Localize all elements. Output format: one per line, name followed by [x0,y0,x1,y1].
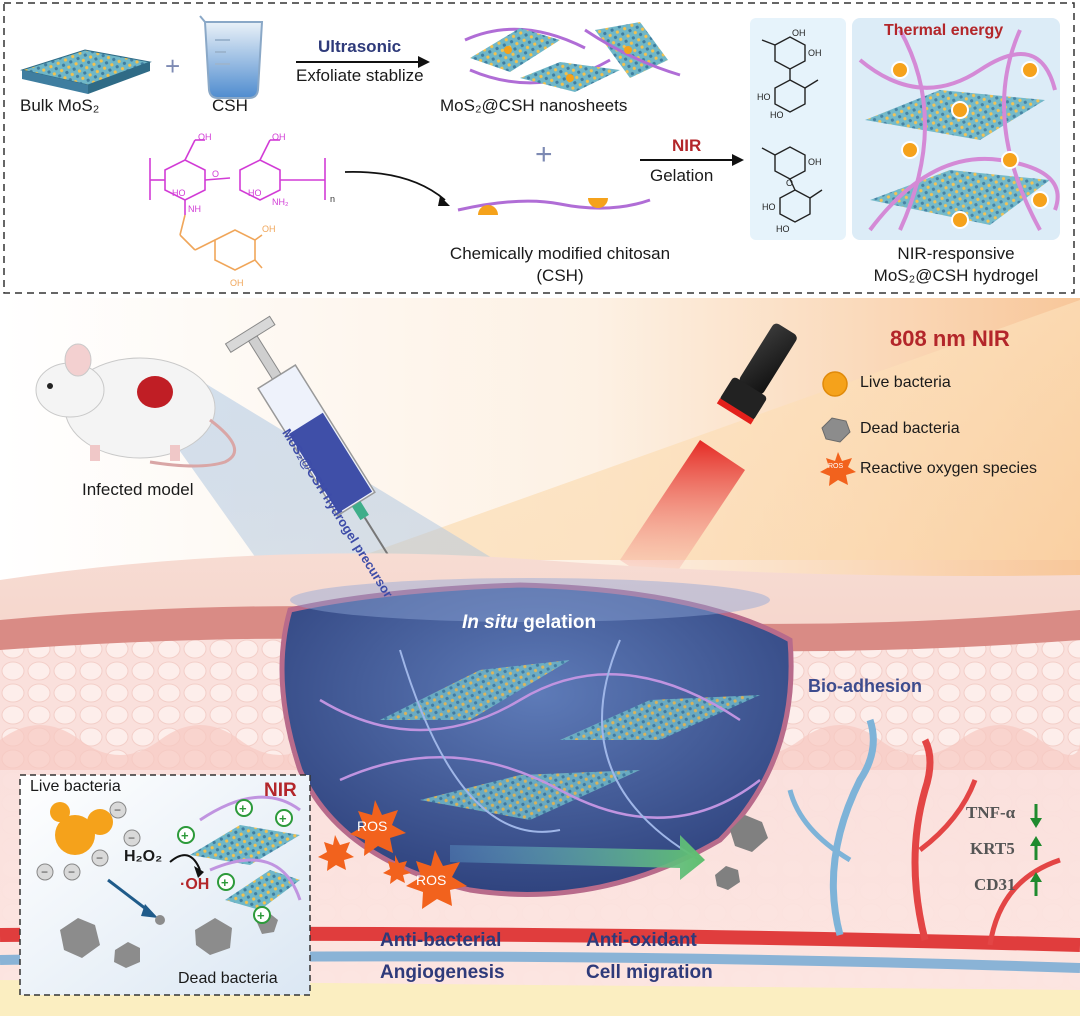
thermal-energy-label: Thermal energy [884,22,1004,39]
effect-cell-migration: Cell migration [586,962,713,983]
chem-oh-1: OH [198,132,212,142]
legend-ros-badge: ROS [828,463,844,470]
hydrogel-network [858,29,1060,232]
crosslink-ho-4: HO [776,224,790,234]
chitosan-structure [149,139,326,215]
marker-cd31: CD31 [974,875,1016,894]
svg-text:+: + [181,828,189,843]
gelation-label: Gelation [650,166,714,185]
ros-stars [318,800,467,909]
svg-text:−: − [128,831,135,845]
inset-oh-radical-label: ·OH [180,876,210,893]
inset-dead-bacteria-label: Dead bacteria [178,970,278,987]
chem-oh-2: OH [272,132,286,142]
inset-nir-label: NIR [264,780,297,801]
in-situ-italic: In situ [462,612,518,633]
crosslink-structures [761,36,823,223]
chem-ho-2: HO [248,188,262,198]
csh-label: CSH [212,96,248,115]
curved-arrow [344,171,446,201]
legend-live-bacteria-label: Live bacteria [860,374,951,391]
chem-oh-3: OH [262,224,276,234]
svg-text:−: − [68,865,75,879]
legend-live-bacteria-icon [822,371,848,397]
svg-text:−: − [41,865,48,879]
gelation-word: gelation [517,612,597,633]
ultrasonic-label: Ultrasonic [318,37,402,56]
ros-label-1: ROS [357,818,388,834]
legend-dead-bacteria-icon [821,417,851,443]
crosslink-oh-2: OH [808,48,822,58]
nir-808-label: 808 nm NIR [890,326,1010,351]
green-arrow [450,835,705,880]
dead-bacteria-1 [730,815,768,852]
effect-angiogenesis: Angiogenesis [380,962,505,983]
bulk-mos2-block [20,49,152,94]
hydrogel-label-line2: MoS₂@CSH hydrogel [873,266,1039,285]
catechol-sidechain [179,214,263,271]
effect-anti-bacterial: Anti-bacterial [380,930,502,951]
chitosan-label-line1: Chemically modified chitosan [449,244,671,263]
svg-text:−: − [96,851,103,865]
chem-n: n [330,194,335,204]
marker-arrows [1030,804,1042,896]
crosslink-ho-1: HO [757,92,771,102]
svg-text:+: + [279,811,287,826]
nanosheets-label: MoS₂@CSH nanosheets [440,96,628,115]
chem-nh: NH [188,204,201,214]
legend-ros-label: Reactive oxygen species [860,460,1037,477]
svg-text:−: − [114,803,121,817]
svg-text:+: + [221,875,229,890]
syringe-illustration [224,315,405,581]
marker-krt5: KRT5 [970,839,1015,858]
hydrogel-label-line1: NIR-responsive [897,244,1015,263]
nanosheets-illustration [464,22,681,92]
chitosan-chain [457,198,651,215]
crosslink-box [750,18,846,240]
effect-anti-oxidant: Anti-oxidant [586,930,697,951]
flashlight-icon [620,323,797,590]
legend-ros-icon [820,452,856,486]
mouse-illustration [35,343,236,468]
dead-bacteria-2 [715,866,740,890]
infected-model-label: Infected model [82,480,194,499]
blood-vessels [787,718,1061,946]
chem-ho-1: HO [172,188,186,198]
chem-nh2: NH₂ [272,197,289,207]
plus-sign-2: + [535,138,553,171]
ros-label-2: ROS [416,872,447,888]
ultrasonic-arrow-head [418,56,430,68]
crosslink-oh-1: OH [792,28,806,38]
mechanism-inset: − − − − − + + + + + [19,774,311,996]
crosslink-ho-3: HO [762,202,776,212]
beaker-icon [199,15,264,99]
bulk-mos2-label: Bulk MoS₂ [20,96,100,115]
inset-live-bacteria-label: Live bacteria [30,778,121,795]
nir-arrow-label: NIR [672,136,702,155]
crosslink-o: O [786,178,793,188]
chem-oh-4: OH [230,278,244,288]
marker-tnf-alpha: TNF-α [966,803,1016,822]
chem-o: O [212,169,219,179]
legend-dead-bacteria-label: Dead bacteria [860,420,960,437]
crosslink-oh-3: OH [808,157,822,167]
bio-adhesion-label: Bio-adhesion [808,676,923,696]
plus-sign: + [165,51,180,81]
crosslink-ho-2: HO [770,110,784,120]
light-beam [350,300,1080,560]
inset-h2o2-label: H₂O₂ [124,848,163,865]
exfoliate-label: Exfoliate stablize [296,66,424,85]
nir-arrow-head [732,154,744,166]
svg-text:+: + [257,908,265,923]
in-situ-gelation-label: In situ gelation [462,612,596,634]
svg-text:+: + [239,801,247,816]
chitosan-label-line2: (CSH) [536,266,584,285]
